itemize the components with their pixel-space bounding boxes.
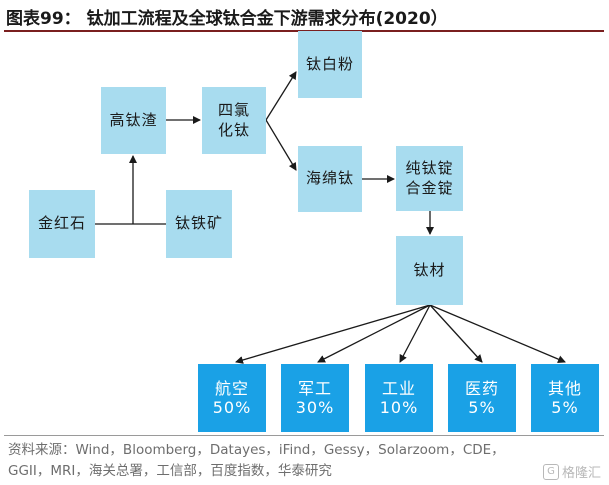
demand-box: 军工 30%: [281, 364, 349, 432]
demand-share: 10%: [379, 398, 419, 417]
watermark-text: 格隆汇: [561, 466, 601, 481]
demand-box: 工业 10%: [365, 364, 433, 432]
demand-label: 工业: [381, 378, 416, 398]
source-divider: [4, 435, 604, 436]
arrow-silvhua-to-taibaifen: [265, 71, 297, 121]
node-chuntaiding: 纯钛锭 合金锭: [396, 146, 463, 211]
arrow-taicai-to-jungong: [317, 304, 431, 363]
arrow-taicai-to-yiyao: [429, 304, 483, 363]
arrow-taicai-to-gongye: [399, 304, 431, 363]
node-taitiekuang: 钛铁矿: [166, 190, 232, 258]
demand-label: 医药: [464, 378, 499, 398]
node-silvhua: 四氯 化钛: [202, 87, 266, 154]
demand-label: 航空: [214, 378, 249, 398]
watermark: G 格隆汇: [542, 462, 601, 481]
arrow-silvhua-to-haimiantai: [265, 119, 297, 171]
node-jinhongshi: 金红石: [29, 190, 95, 258]
node-taicai: 钛材: [396, 236, 463, 305]
figure-title: 图表99： 钛加工流程及全球钛合金下游需求分布(2020）: [6, 9, 448, 29]
demand-share: 5%: [551, 398, 579, 417]
demand-box: 航空 50%: [198, 364, 266, 432]
arrow-taicai-to-qita: [429, 304, 566, 363]
demand-label: 其他: [547, 378, 582, 398]
demand-share: 50%: [212, 398, 252, 417]
node-gaotaizha: 高钛渣: [101, 87, 166, 154]
node-haimiantai: 海绵钛: [298, 146, 362, 212]
arrow-taicai-to-hangkong: [235, 304, 431, 364]
demand-box: 其他 5%: [531, 364, 599, 432]
watermark-logo-icon: G: [542, 463, 559, 480]
demand-label: 军工: [297, 378, 332, 398]
demand-share: 30%: [295, 398, 335, 417]
node-taibaifen: 钛白粉: [298, 31, 362, 98]
source-note: 资料来源：Wind，Bloomberg，Datayes，iFind，Gessy，…: [8, 442, 505, 479]
demand-share: 5%: [468, 398, 496, 417]
demand-box: 医药 5%: [448, 364, 516, 432]
